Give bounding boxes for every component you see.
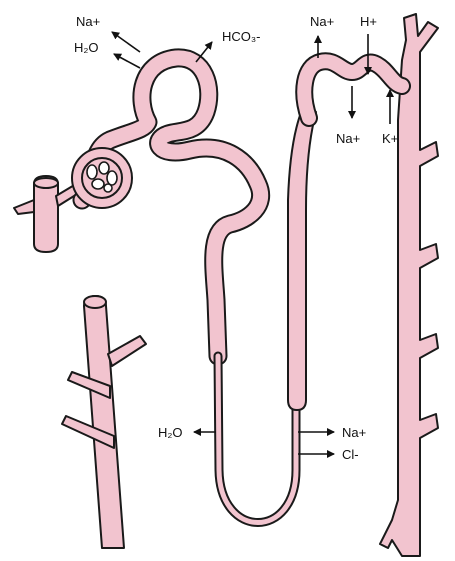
label-loop-h2o: H₂O	[158, 426, 183, 439]
peritubular-vessel	[84, 296, 124, 548]
label-dct-k: K+	[382, 132, 398, 145]
label-pct-h2o: H₂O	[74, 41, 99, 54]
transport-arrows	[112, 32, 390, 454]
peritubular-vessel-opening	[84, 296, 106, 308]
label-pct-na: Na+	[76, 15, 100, 28]
afferent-branch	[14, 200, 34, 214]
distal-tubule	[304, 61, 402, 118]
collecting-duct	[380, 14, 438, 556]
afferent-vessel-opening	[34, 178, 58, 188]
label-loop-cl: Cl-	[342, 448, 359, 461]
loop-of-henle	[218, 356, 296, 523]
bowmans-capsule	[72, 148, 132, 208]
label-pct-hco3: HCO₃-	[222, 30, 261, 43]
thick-ascending-limb	[288, 110, 316, 410]
peritubular-branch-1	[108, 336, 146, 366]
arrow-pct-na	[112, 32, 140, 52]
label-loop-na: Na+	[342, 426, 366, 439]
label-dct-na-top: Na+	[310, 15, 334, 28]
label-dct-na-bottom: Na+	[336, 132, 360, 145]
arrow-pct-h2o	[114, 54, 140, 68]
label-dct-h: H+	[360, 15, 377, 28]
